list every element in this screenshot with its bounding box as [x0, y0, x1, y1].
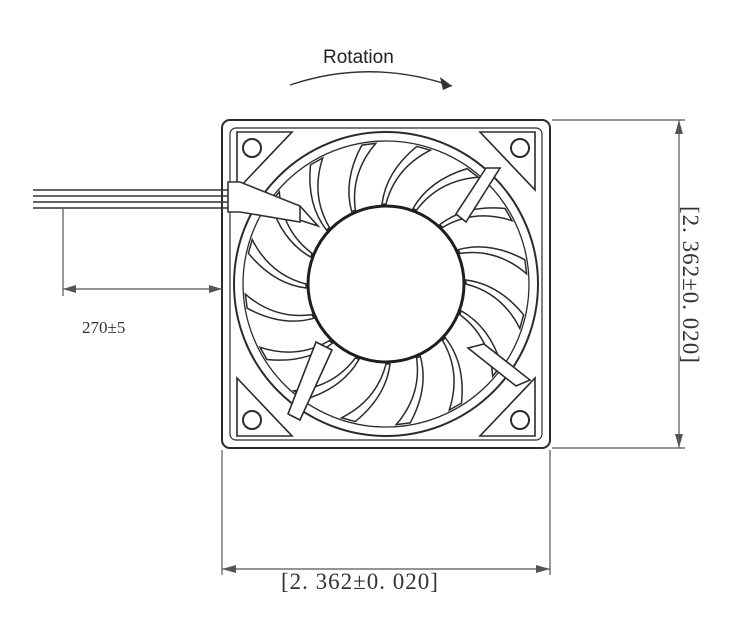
fan-blade	[381, 145, 433, 205]
rotation-label: Rotation	[323, 47, 394, 68]
fan-blade	[339, 363, 391, 423]
mounting-hole-top-left	[242, 138, 262, 158]
fan-blade	[457, 246, 528, 276]
width-dimension-lines	[221, 450, 551, 575]
mounting-holes	[242, 138, 530, 430]
fan-blades	[244, 142, 528, 426]
fan-blade	[394, 355, 424, 426]
mounting-hole-top-right	[510, 138, 530, 158]
corner-brackets	[236, 131, 536, 437]
fan-blade	[465, 279, 525, 331]
width-dimension-label: [2. 362±0. 020]	[281, 569, 439, 594]
fan-blade	[244, 292, 315, 322]
cable-length-label: 270±5	[82, 318, 126, 337]
mounting-hole-bottom-right	[510, 410, 530, 430]
fan-blade	[411, 167, 481, 212]
height-dimension-label: [2. 362±0. 020]	[678, 206, 703, 364]
height-dimension-lines	[552, 119, 685, 449]
fan-cable	[33, 181, 301, 223]
fan-blade	[348, 142, 378, 213]
mounting-hole-bottom-left	[242, 410, 262, 430]
fan-shroud	[233, 131, 539, 437]
cable-length-dimension	[62, 208, 222, 296]
fan-blade	[309, 156, 331, 232]
fan-blade	[438, 207, 514, 229]
fan-frame	[221, 119, 551, 449]
fan-blade	[441, 336, 463, 412]
fan-hub	[306, 204, 466, 364]
rotation-arrow	[289, 71, 453, 90]
fan-blade	[247, 237, 307, 289]
